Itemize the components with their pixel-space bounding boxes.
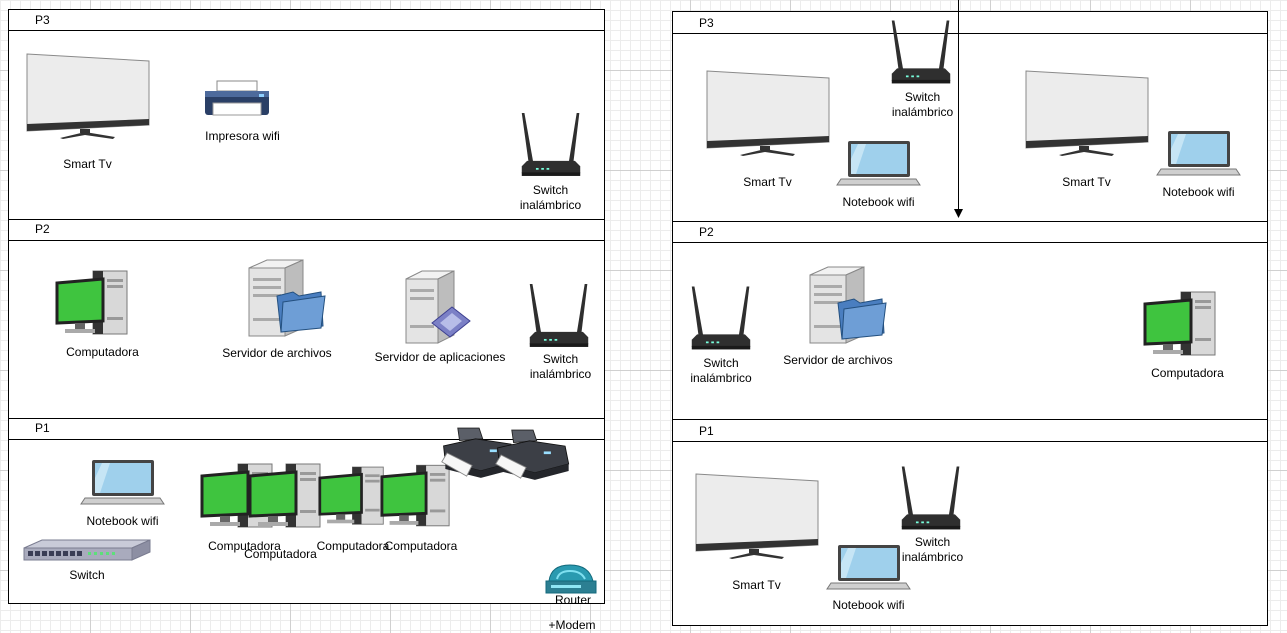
device-label: Smart Tv [743, 175, 792, 189]
laptop-icon [826, 537, 911, 597]
network-switch[interactable]: Switch [22, 536, 152, 586]
floor-label-p2: P2 [699, 225, 714, 239]
device-label: Switch inalámbrico [519, 183, 582, 212]
smart-tv[interactable]: Smart Tv [694, 473, 822, 598]
wireless-router-icon [900, 462, 962, 534]
smart-tv[interactable]: Smart Tv [25, 53, 153, 173]
notebook-wifi[interactable]: Notebook wifi [80, 452, 165, 532]
wireless-switch[interactable]: Switch inalámbrico [880, 16, 965, 124]
device-label: Switch inalámbrico [901, 535, 964, 564]
application-server[interactable]: Servidor de aplicaciones [366, 269, 514, 367]
device-label: Notebook wifi [1162, 185, 1235, 199]
notebook-wifi[interactable]: Notebook wifi [1156, 123, 1241, 203]
floor-label-p3: P3 [699, 16, 714, 30]
wireless-switch[interactable]: Switch inalámbrico [890, 462, 975, 572]
file-server-icon [808, 265, 888, 345]
desktop-computer[interactable]: Computadora [317, 462, 408, 557]
floor-label-p1: P1 [699, 424, 714, 438]
wireless-router-icon [890, 16, 952, 88]
device-label: Servidor de archivos [222, 346, 332, 360]
wireless-switch[interactable]: Switch inalámbrico [508, 107, 593, 217]
floor-divider [673, 221, 1267, 222]
device-label: Computadora [384, 539, 458, 553]
desktop-computer[interactable]: Computadora [55, 269, 150, 364]
device-label: Computadora [208, 539, 281, 553]
tv-icon [694, 473, 819, 559]
device-label: Computadora [316, 539, 390, 553]
wifi-printer[interactable]: Impresora wifi [195, 75, 290, 145]
desktop-computer-icon [1143, 290, 1218, 360]
desktop-computer[interactable]: Computadora [380, 462, 475, 557]
floor-divider [673, 441, 1267, 442]
device-label: Notebook wifi [842, 195, 915, 209]
device-label: Smart Tv [1062, 175, 1111, 189]
floor-divider [9, 418, 604, 419]
device-label: Computadora [244, 547, 317, 561]
device-label: Computadora [66, 345, 139, 359]
device-label: Servidor de aplicaciones [374, 350, 506, 364]
smart-tv[interactable]: Smart Tv [1024, 70, 1152, 195]
device-label: Router [554, 593, 592, 607]
floor-divider [9, 30, 604, 31]
device-label: Switch [69, 568, 105, 582]
notebook-wifi[interactable]: Notebook wifi [836, 133, 921, 213]
floor-divider [673, 33, 1267, 34]
floor-divider [9, 219, 604, 220]
device-label: Smart Tv [63, 157, 112, 171]
file-server[interactable]: Servidor de archivos [776, 265, 900, 370]
laptop-icon [1156, 123, 1241, 183]
device-label: Notebook wifi [832, 598, 905, 612]
floor-divider [673, 242, 1267, 243]
floor-divider [673, 419, 1267, 420]
floor-divider [9, 240, 604, 241]
device-label: Smart Tv [732, 578, 781, 592]
device-label: Switch inalámbrico [891, 90, 954, 119]
floor-label-p2: P2 [35, 222, 50, 236]
floor-label-p3: P3 [35, 13, 50, 27]
tv-icon [1024, 70, 1149, 156]
device-label: Switch inalámbrico [690, 356, 752, 385]
device-label: Impresora wifi [205, 129, 280, 143]
laptop-icon [836, 133, 921, 193]
desktop-computer[interactable]: Computadora [244, 462, 343, 562]
device-label: Computadora [1151, 366, 1224, 380]
floor-label-p1: P1 [35, 421, 50, 435]
tv-icon [705, 70, 830, 156]
wireless-switch[interactable]: Switch inalámbrico [518, 278, 603, 386]
desktop-computer[interactable]: Computadora [1140, 290, 1235, 385]
notebook-wifi[interactable]: Notebook wifi [826, 537, 911, 617]
device-label: Notebook wifi [86, 514, 159, 528]
wireless-switch[interactable]: Switch inalámbrico [680, 282, 762, 392]
wireless-router-icon [690, 282, 752, 354]
device-label: Switch inalámbrico [529, 352, 592, 381]
desktop-computer[interactable]: Computadora [200, 462, 295, 557]
device-label: Servidor de archivos [783, 353, 893, 367]
router[interactable]: Router +Modem [538, 563, 608, 633]
device-label: +Modem [548, 618, 596, 632]
floor-divider [9, 439, 604, 440]
smart-tv[interactable]: Smart Tv [705, 70, 833, 195]
file-server[interactable]: Servidor de archivos [215, 258, 339, 363]
